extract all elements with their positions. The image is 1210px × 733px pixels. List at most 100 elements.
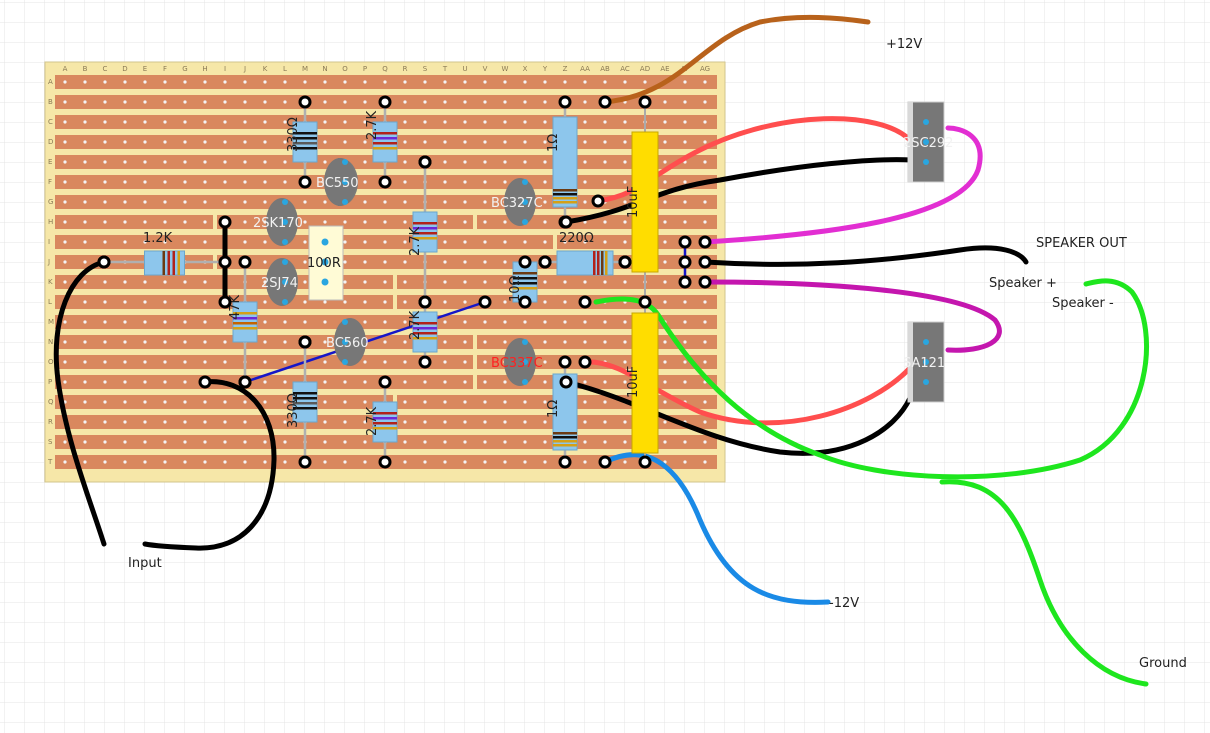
strip-hole [543, 160, 547, 164]
strip-hole [403, 320, 407, 324]
strip-hole [483, 160, 487, 164]
strip-hole [583, 340, 587, 344]
transistor-bc337c[interactable] [504, 338, 536, 386]
trimmer-100r-label: 100R [307, 256, 341, 271]
strip-hole [123, 120, 127, 124]
label-minus12v: -12V [829, 596, 859, 611]
wire-pad [638, 295, 652, 309]
strip-hole [343, 280, 347, 284]
strip-hole [663, 440, 667, 444]
wire-input-1[interactable] [53, 259, 107, 547]
strip-hole [603, 120, 607, 124]
strip-hole [623, 220, 627, 224]
strip-hole [223, 80, 227, 84]
strip-hole [183, 380, 187, 384]
strip-hole [623, 200, 627, 204]
strip-hole [323, 440, 327, 444]
strip-hole [143, 320, 147, 324]
wire-pad [198, 375, 212, 389]
strip-hole [503, 80, 507, 84]
resistor-label: 2.7K [365, 110, 380, 140]
strip-hole [543, 400, 547, 404]
strip-hole [503, 220, 507, 224]
strip-hole [263, 300, 267, 304]
resistor-label: 330Ω [286, 117, 301, 152]
strip-hole [483, 180, 487, 184]
strip-hole [503, 160, 507, 164]
wire-input-2[interactable] [142, 379, 277, 551]
resistor-r-2k7-mid2[interactable]: 2.7K [408, 295, 438, 369]
wire-black-bot[interactable] [563, 379, 913, 456]
strip-hole [203, 460, 207, 464]
resistor-r-330-top[interactable]: 330Ω [286, 95, 318, 189]
strip-hole [463, 440, 467, 444]
transistor-bc327c[interactable] [504, 178, 536, 226]
strip-hole [583, 160, 587, 164]
strip-hole [83, 340, 87, 344]
strip-hole [203, 100, 207, 104]
wire-plus12v[interactable] [602, 14, 871, 105]
resistor-r-2k7-top[interactable]: 2.7K [365, 95, 398, 189]
strip-hole [383, 340, 387, 344]
text-labels: +12V -12V SPEAKER OUT Speaker + Speaker … [128, 37, 1187, 671]
strip-hole [143, 140, 147, 144]
track-cut [473, 215, 477, 229]
strip-hole [343, 240, 347, 244]
transistor-bc560[interactable] [334, 318, 366, 366]
strip-hole [523, 320, 527, 324]
wire-speaker-out[interactable] [702, 245, 1029, 267]
strip-hole [523, 420, 527, 424]
strip-hole [203, 200, 207, 204]
strip-hole [503, 420, 507, 424]
resistor-r-2k7-bot[interactable]: 2.7K [365, 375, 398, 469]
strip-hole [163, 320, 167, 324]
wire-green-speaker-minus[interactable] [593, 278, 1150, 480]
strip-hole [263, 80, 267, 84]
strip-hole [163, 240, 167, 244]
wire-green-ground[interactable] [939, 479, 1149, 687]
resistor-r-1k2[interactable]: 1.2K [97, 231, 232, 276]
track-cut [473, 355, 477, 369]
wire-pad [678, 275, 692, 289]
strip-hole [503, 280, 507, 284]
wire-red-bot[interactable] [582, 359, 913, 426]
strip-hole [183, 440, 187, 444]
strip-hole [443, 120, 447, 124]
strip-hole [463, 420, 467, 424]
resistor-r-10ohm[interactable]: 10Ω [508, 255, 538, 309]
bc560-label: BC560 [326, 336, 369, 351]
capacitor-bottom[interactable] [631, 312, 659, 454]
strip-hole [183, 240, 187, 244]
strip-hole [183, 180, 187, 184]
wire-magenta-top[interactable] [702, 125, 983, 245]
strip-hole [123, 220, 127, 224]
strip-hole [663, 420, 667, 424]
strip-hole [63, 340, 67, 344]
resistor-r-330-bot[interactable]: 330Ω [286, 335, 318, 469]
resistor-r-1ohm-bot[interactable]: 1Ω [546, 355, 578, 469]
strip-hole [83, 400, 87, 404]
strip-hole [463, 140, 467, 144]
strip-hole [63, 380, 67, 384]
strip-hole [343, 140, 347, 144]
strip-hole [463, 200, 467, 204]
capacitor-top[interactable] [631, 131, 659, 273]
resistor-label: 220Ω [559, 231, 594, 246]
strip-hole [103, 300, 107, 304]
trimmer-100r[interactable]: 100R [307, 225, 344, 301]
strip-hole [423, 400, 427, 404]
strip-hole [443, 80, 447, 84]
strip-hole [563, 340, 567, 344]
wire-black-top[interactable] [563, 157, 915, 225]
strip-hole [423, 380, 427, 384]
column-label: AD [640, 65, 650, 73]
wire-pad [418, 155, 432, 169]
strip-hole [103, 140, 107, 144]
strip-hole [483, 400, 487, 404]
wire-magenta-bot[interactable] [702, 279, 1002, 353]
strip-hole [583, 380, 587, 384]
bc550-label: BC550 [316, 176, 359, 191]
strip-hole [503, 340, 507, 344]
